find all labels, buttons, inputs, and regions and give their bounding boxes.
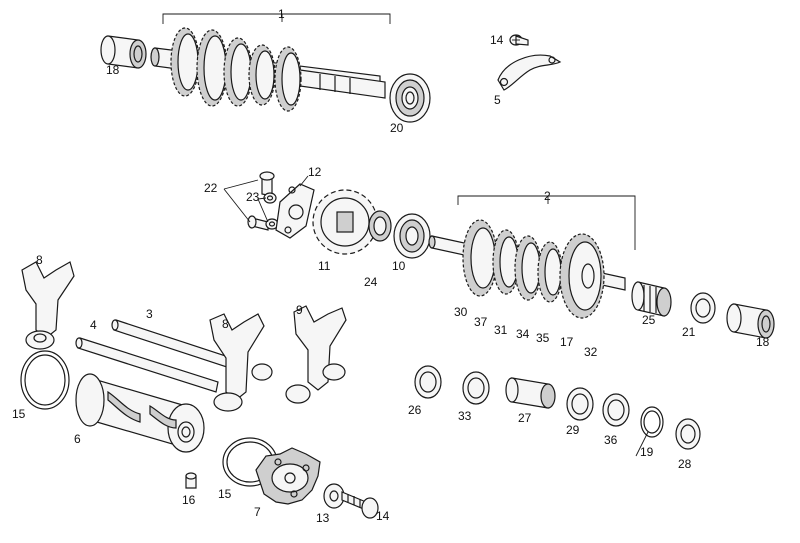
callout-25: 25: [642, 313, 656, 327]
bolt-14-bottom: [341, 491, 379, 519]
callout-31: 31: [494, 323, 508, 337]
callout-29: 29: [566, 423, 580, 437]
washer-33: [462, 371, 490, 405]
spacer-24: [368, 210, 392, 242]
callout-3: 3: [146, 307, 153, 321]
callout-17: 17: [560, 335, 574, 349]
needle-bearing-18-right: [726, 303, 775, 339]
bolts-22: [247, 171, 275, 231]
callout-19: 19: [640, 445, 654, 459]
callout-27: 27: [518, 411, 532, 425]
callout-16: 16: [182, 493, 196, 507]
callout-30: 30: [454, 305, 468, 319]
callout-4: 4: [90, 318, 97, 332]
callout-14-top: 14: [490, 33, 504, 47]
callout-5: 5: [494, 93, 501, 107]
assembly-bracket-1: [162, 13, 391, 24]
callout-12: 12: [308, 165, 322, 179]
callout-22: 22: [204, 181, 218, 195]
callout-36: 36: [604, 433, 618, 447]
leader-lines: [223, 39, 649, 457]
washer-29: [566, 387, 594, 421]
sprocket-11: [312, 189, 378, 255]
needle-bearing-18-top: [100, 35, 147, 69]
pin-16: [185, 472, 197, 489]
callout-14-bottom: 14: [376, 509, 390, 523]
callout-8-left: 8: [36, 253, 43, 267]
callout-34: 34: [516, 327, 530, 341]
callout-26: 26: [408, 403, 422, 417]
callout-23: 23: [246, 190, 260, 204]
washer-13: [323, 483, 345, 509]
shift-drum-6: [75, 373, 205, 453]
callout-37: 37: [474, 315, 488, 329]
circlip-19: [640, 406, 664, 438]
callout-13: 13: [316, 511, 330, 525]
callout-6: 6: [74, 432, 81, 446]
washer-26: [414, 365, 442, 399]
output-shaft-gear-stack: [462, 219, 605, 319]
callout-32: 32: [584, 345, 598, 359]
washer-28: [675, 418, 701, 450]
callout-1: 1: [278, 7, 285, 21]
callout-18-right: 18: [756, 335, 770, 349]
washer-36: [602, 393, 630, 427]
assembly-bracket-2: [457, 195, 636, 250]
callout-28: 28: [678, 457, 692, 471]
bushing-27: [505, 377, 556, 409]
callout-9: 9: [296, 303, 303, 317]
clamp-bracket-5: [497, 54, 562, 91]
shift-fork-8-middle: [209, 313, 273, 412]
callout-7: 7: [254, 505, 261, 519]
shift-fork-8-left: [21, 261, 75, 350]
circlip-15-left: [20, 350, 70, 410]
callout-20: 20: [390, 121, 404, 135]
screw-14-top: [509, 34, 529, 46]
sprocket-lock-plate-12: [275, 183, 315, 239]
callout-35: 35: [536, 331, 550, 345]
needle-bearing-25: [631, 281, 672, 317]
star-cam-7: [255, 447, 321, 505]
callout-24: 24: [364, 275, 378, 289]
callout-15-left: 15: [12, 407, 26, 421]
callout-8-middle: 8: [222, 317, 229, 331]
washer-21: [690, 292, 716, 324]
callout-33: 33: [458, 409, 472, 423]
shift-rod-4: [75, 337, 219, 393]
ball-bearing-20: [389, 73, 431, 123]
callout-11: 11: [318, 259, 331, 273]
callout-labels: 1 2 3 4 5 6 7 8 8 9 10 11 12 13 14 14 15…: [12, 7, 770, 525]
callout-15-bottom: 15: [218, 487, 232, 501]
callout-18-top: 18: [106, 63, 120, 77]
callout-10: 10: [392, 259, 406, 273]
shift-fork-9: [285, 305, 347, 404]
callout-21: 21: [682, 325, 696, 339]
washers-23: [263, 192, 279, 230]
callout-2: 2: [544, 189, 551, 203]
ball-bearing-10: [393, 213, 431, 259]
input-shaft-gear-stack: [170, 27, 302, 112]
